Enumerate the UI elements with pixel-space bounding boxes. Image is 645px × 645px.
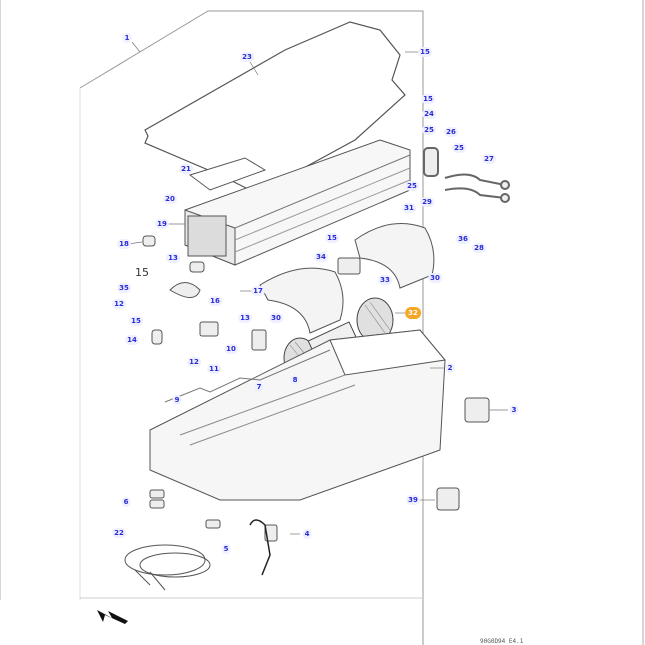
part-callout-9[interactable]: 9 <box>172 395 182 405</box>
page-right-border <box>642 0 644 645</box>
part-callout-19[interactable]: 19 <box>155 219 169 229</box>
part-callout-10[interactable]: 10 <box>224 344 238 354</box>
part-callout-20[interactable]: 20 <box>163 194 177 204</box>
part-callout-29[interactable]: 29 <box>420 197 434 207</box>
part-callout-17[interactable]: 17 <box>251 286 265 296</box>
part-callout-15[interactable]: 15 <box>135 266 149 279</box>
part-callout-23[interactable]: 23 <box>240 52 254 62</box>
part-callout-5[interactable]: 5 <box>221 544 231 554</box>
part-callout-1[interactable]: 1 <box>122 33 132 43</box>
part-callout-15[interactable]: 15 <box>421 94 435 104</box>
part-callout-13[interactable]: 13 <box>238 313 252 323</box>
part-callout-4[interactable]: 4 <box>302 529 312 539</box>
part-callout-25[interactable]: 25 <box>422 125 436 135</box>
part-callout-33[interactable]: 33 <box>378 275 392 285</box>
top-cover-plate <box>144 21 406 191</box>
part-callout-15[interactable]: 15 <box>325 233 339 243</box>
part-callout-34[interactable]: 34 <box>314 252 328 262</box>
part-callout-28[interactable]: 28 <box>472 243 486 253</box>
lower-housing <box>149 329 446 501</box>
part-callout-16[interactable]: 16 <box>208 296 222 306</box>
part-callout-25[interactable]: 25 <box>405 181 419 191</box>
part-callout-3[interactable]: 3 <box>509 405 519 415</box>
part-callout-13[interactable]: 13 <box>166 253 180 263</box>
part-callout-31[interactable]: 31 <box>402 203 416 213</box>
part-callout-15[interactable]: 15 <box>129 316 143 326</box>
part-callout-2[interactable]: 2 <box>445 363 455 373</box>
part-callout-30[interactable]: 30 <box>428 273 442 283</box>
part-callout-35[interactable]: 35 <box>117 283 131 293</box>
part-callout-14[interactable]: 14 <box>125 335 139 345</box>
part-callout-25[interactable]: 25 <box>452 143 466 153</box>
part-callout-32[interactable]: 32 <box>405 307 421 319</box>
diagram-reference-code: 90G0D94 E4.1 <box>480 638 524 645</box>
part-callout-6[interactable]: 6 <box>121 497 131 507</box>
part-callout-12[interactable]: 12 <box>187 357 201 367</box>
part-callout-18[interactable]: 18 <box>117 239 131 249</box>
part-callout-39[interactable]: 39 <box>406 495 420 505</box>
front-direction-arrow <box>97 610 128 624</box>
small-parts <box>142 235 490 542</box>
part-callout-22[interactable]: 22 <box>112 528 126 538</box>
part-callout-8[interactable]: 8 <box>290 375 300 385</box>
part-callout-27[interactable]: 27 <box>482 154 496 164</box>
part-callout-12[interactable]: 12 <box>112 299 126 309</box>
part-callout-36[interactable]: 36 <box>456 234 470 244</box>
heater-core-block <box>184 139 411 266</box>
heater-pipes <box>423 147 510 203</box>
part-callout-7[interactable]: 7 <box>254 382 264 392</box>
leader-lines <box>127 41 508 535</box>
page-left-border <box>0 0 1 600</box>
part-callout-30[interactable]: 30 <box>269 313 283 323</box>
wiring-harness <box>124 519 271 591</box>
blower-scroll-covers <box>259 223 435 334</box>
part-callout-15[interactable]: 15 <box>418 47 432 57</box>
part-callout-24[interactable]: 24 <box>422 109 436 119</box>
part-callout-21[interactable]: 21 <box>179 164 193 174</box>
assembly-frame-outline <box>79 10 424 645</box>
part-callout-11[interactable]: 11 <box>207 364 221 374</box>
part-callout-26[interactable]: 26 <box>444 127 458 137</box>
